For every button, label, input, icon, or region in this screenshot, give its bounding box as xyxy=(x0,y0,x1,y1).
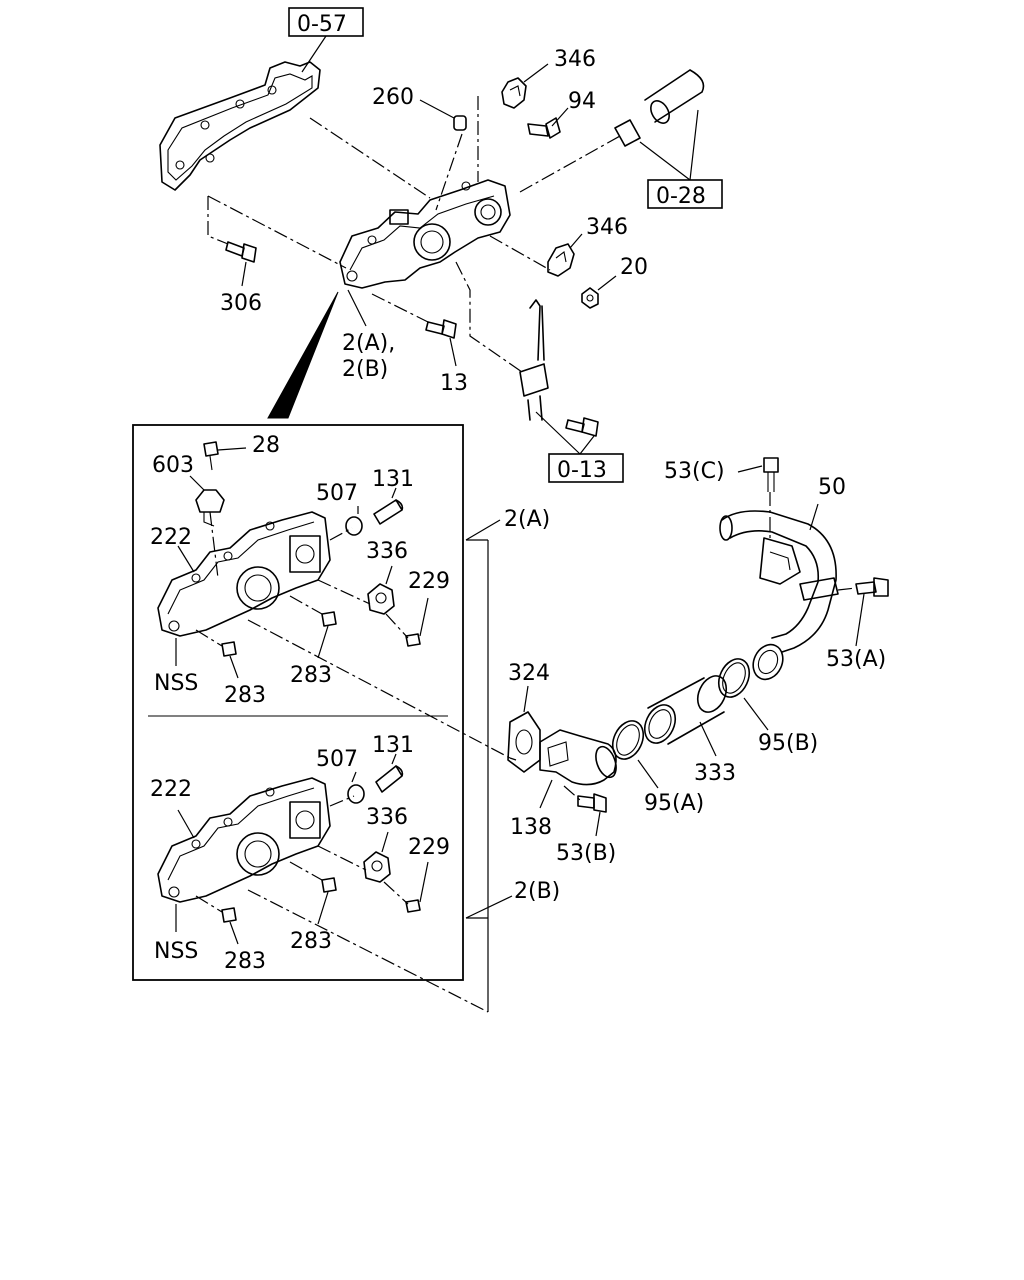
label-95b: 95(B) xyxy=(758,731,818,756)
detail-bracket xyxy=(466,539,489,1012)
label-283-b1: 283 xyxy=(290,929,332,954)
label-222-b: 222 xyxy=(150,777,192,802)
ref-label-0-28: 0-28 xyxy=(656,184,706,209)
pipe-50 xyxy=(719,510,839,653)
label-346-lower: 346 xyxy=(586,215,628,240)
label-53a: 53(A) xyxy=(826,647,886,672)
pin-131-b xyxy=(375,765,404,793)
clip-346-top xyxy=(501,77,527,109)
pipe-ref-0-28 xyxy=(614,69,705,147)
manifold-detail-2a xyxy=(157,511,331,637)
valve-336-b xyxy=(363,851,391,883)
valve-336-a xyxy=(367,583,395,615)
label-20: 20 xyxy=(620,255,648,280)
bolt-53c xyxy=(763,457,779,492)
label-2ab-line1: 2(A), xyxy=(342,331,395,356)
bolt-28 xyxy=(203,441,219,471)
label-229-a: 229 xyxy=(408,569,450,594)
ref-box-0-13[interactable]: 0-13 xyxy=(548,453,624,483)
label-13: 13 xyxy=(440,371,468,396)
cap-603 xyxy=(195,489,225,527)
bolt-283-b2 xyxy=(221,907,237,923)
label-95a: 95(A) xyxy=(644,791,704,816)
exhaust-manifold xyxy=(339,179,511,289)
label-2ab-line2: 2(B) xyxy=(342,357,388,382)
label-131-b: 131 xyxy=(372,733,414,758)
pipe-50-lower-end xyxy=(752,643,784,681)
label-603: 603 xyxy=(152,453,194,478)
label-306: 306 xyxy=(220,291,262,316)
bolt-306 xyxy=(225,241,257,263)
bolt-53b xyxy=(577,793,607,813)
nut-20 xyxy=(581,287,599,309)
label-324: 324 xyxy=(508,661,550,686)
label-336-b: 336 xyxy=(366,805,408,830)
label-283-b2: 283 xyxy=(224,949,266,974)
label-2a: 2(A) xyxy=(504,507,550,532)
label-260: 260 xyxy=(372,85,414,110)
leader-0-57 xyxy=(301,35,327,73)
label-283-a1: 283 xyxy=(290,663,332,688)
bolt-283-a2 xyxy=(221,641,237,657)
ref-box-0-28[interactable]: 0-28 xyxy=(647,179,723,209)
manifold-detail-2b xyxy=(157,777,331,903)
plug-507-a xyxy=(345,516,363,536)
pin-131-a xyxy=(373,499,404,525)
bolt-53a xyxy=(855,577,889,597)
clip-346-lower xyxy=(547,243,575,277)
bolt-94 xyxy=(527,117,561,139)
ref-label-0-13: 0-13 xyxy=(557,458,607,483)
label-131-a: 131 xyxy=(372,467,414,492)
dipstick-tube-0-13 xyxy=(519,299,599,437)
bolt-229-a xyxy=(405,633,421,647)
label-222-a: 222 xyxy=(150,525,192,550)
label-138: 138 xyxy=(510,815,552,840)
plug-507-b xyxy=(347,784,365,804)
label-336-a: 336 xyxy=(366,539,408,564)
ref-label-0-57: 0-57 xyxy=(297,12,347,37)
label-2b: 2(B) xyxy=(514,879,560,904)
label-333: 333 xyxy=(694,761,736,786)
label-50: 50 xyxy=(818,475,846,500)
label-229-b: 229 xyxy=(408,835,450,860)
gasket-324 xyxy=(507,711,541,773)
clamp-95a xyxy=(611,720,645,760)
hose-333 xyxy=(643,675,728,745)
label-346-top: 346 xyxy=(554,47,596,72)
detail-pointer xyxy=(267,291,339,419)
label-94: 94 xyxy=(568,89,596,114)
detail-frame xyxy=(132,424,464,981)
bolt-229-b xyxy=(405,899,421,913)
label-28: 28 xyxy=(252,433,280,458)
clamp-95b xyxy=(717,658,751,698)
rocker-cover-gasket xyxy=(159,61,321,191)
bolt-13 xyxy=(425,319,457,339)
label-283-a2: 283 xyxy=(224,683,266,708)
bolt-283-b1 xyxy=(321,877,337,893)
label-53c: 53(C) xyxy=(664,459,725,484)
elbow-138 xyxy=(539,729,617,786)
label-53b: 53(B) xyxy=(556,841,616,866)
label-507-b: 507 xyxy=(316,747,358,772)
ref-box-0-57[interactable]: 0-57 xyxy=(288,7,364,37)
bolt-283-a1 xyxy=(321,611,337,627)
label-nss-b: NSS xyxy=(154,939,198,964)
label-507-a: 507 xyxy=(316,481,358,506)
label-nss-a: NSS xyxy=(154,671,198,696)
stud-260 xyxy=(453,115,467,131)
